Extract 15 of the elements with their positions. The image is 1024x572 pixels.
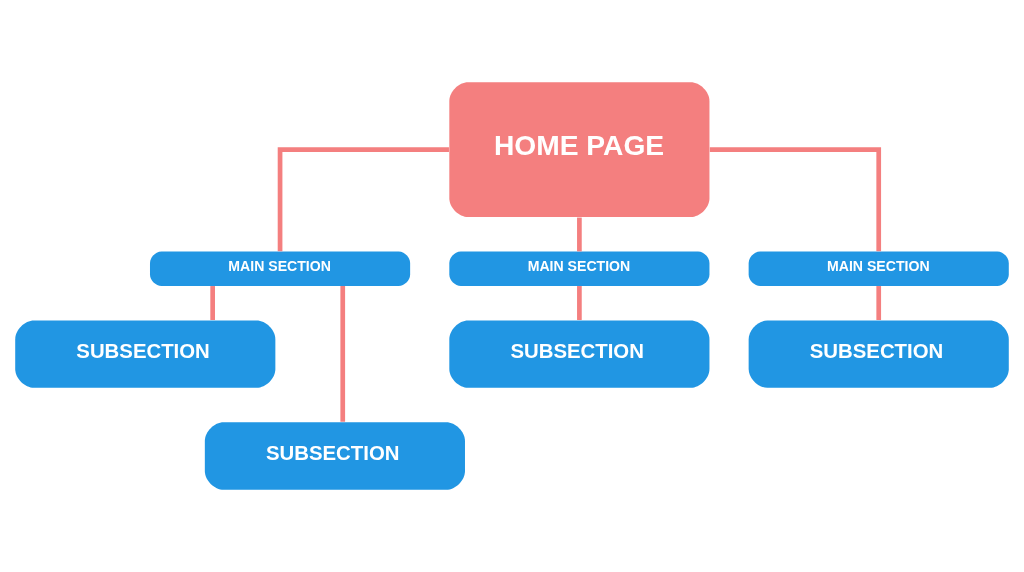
connector [340,286,346,422]
node-box: SUBSECTION [449,320,710,388]
node-box: SUBSECTION [15,320,276,388]
connector [577,286,582,320]
node-box: SUBSECTION [204,422,465,490]
node-box: HOME PAGE [449,82,710,218]
node-box: MAIN SECTION [748,251,1009,286]
node-box: MAIN SECTION [449,251,710,286]
connector [709,147,882,252]
connector [210,286,215,320]
node-box: MAIN SECTION [150,251,411,286]
connector [876,286,882,320]
connector [277,147,449,252]
node-box: SUBSECTION [748,320,1009,388]
connector [577,217,582,252]
